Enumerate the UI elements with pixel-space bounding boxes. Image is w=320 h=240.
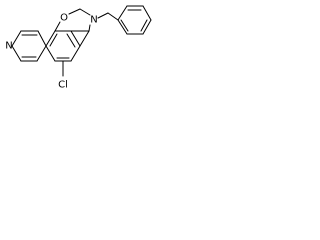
bond [107, 12, 119, 21]
bond [70, 45, 81, 62]
bond [88, 24, 91, 32]
benzyl-group [97, 5, 152, 35]
benzene-ring-center [45, 30, 81, 62]
bond [45, 45, 56, 62]
bond [142, 19, 152, 35]
pyridine-ring [11, 30, 47, 62]
bond [66, 33, 76, 48]
bond [142, 5, 152, 21]
bond [11, 30, 22, 47]
atom-label-chlorine: Cl [58, 80, 68, 91]
atom-label-pyridine-nitrogen: N [5, 41, 12, 52]
bond [68, 8, 81, 15]
bond [36, 45, 47, 62]
bond [97, 12, 109, 19]
bond [120, 19, 129, 32]
bond [117, 19, 128, 35]
bond [37, 30, 47, 47]
bond [54, 21, 61, 32]
bond [45, 30, 56, 47]
bond [11, 45, 22, 62]
atom-label-oxygen: O [60, 13, 68, 24]
bond [79, 30, 90, 47]
atom-label-amine-nitrogen: N [90, 15, 97, 26]
oxazine-ring [54, 8, 91, 47]
bond [49, 33, 58, 47]
chemical-structure-diagram: N O N Cl [5, 5, 152, 91]
bond [140, 19, 148, 32]
bond [79, 8, 91, 16]
bond [117, 5, 128, 21]
bond [70, 30, 81, 47]
